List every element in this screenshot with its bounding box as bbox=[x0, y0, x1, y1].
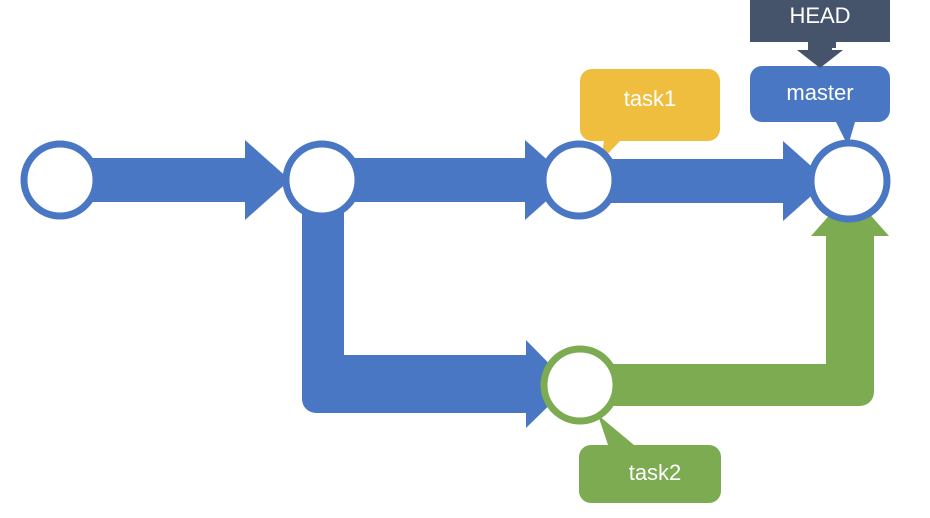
head-pointer-label: HEAD bbox=[789, 3, 850, 28]
arrow-shape bbox=[92, 140, 290, 220]
edge-c1-to-c2 bbox=[92, 140, 290, 220]
callout-bubble bbox=[580, 69, 720, 161]
head-arrow-icon bbox=[797, 42, 843, 68]
commit-node-c5[interactable] bbox=[540, 345, 620, 425]
callout-task2-label: task2 bbox=[629, 460, 682, 485]
arrow-shape bbox=[354, 140, 570, 220]
arrow-shape bbox=[302, 208, 570, 428]
edge-c3-to-c4 bbox=[611, 141, 828, 221]
edge-c5-to-c4 bbox=[604, 192, 889, 406]
callout-task1-label: task1 bbox=[624, 86, 677, 111]
callout-bubble bbox=[750, 66, 890, 146]
commit-node-c2[interactable] bbox=[282, 140, 362, 220]
callout-task2[interactable]: task2 bbox=[579, 415, 721, 503]
commit-node-c3[interactable] bbox=[539, 140, 619, 220]
callout-master-label: master bbox=[786, 80, 853, 105]
callout-bubble bbox=[579, 415, 721, 503]
edge-c2-to-c5 bbox=[302, 208, 570, 428]
commit-node-c4[interactable] bbox=[807, 139, 891, 223]
arrow-shape bbox=[611, 141, 828, 221]
commit-node-c1[interactable] bbox=[20, 140, 100, 220]
callout-master[interactable]: master bbox=[750, 66, 890, 146]
head-box bbox=[750, 0, 890, 48]
arrow-shape bbox=[604, 192, 889, 406]
head-pointer[interactable]: HEAD bbox=[750, 0, 890, 68]
callout-task1[interactable]: task1 bbox=[580, 69, 720, 161]
edge-c2-to-c3 bbox=[354, 140, 570, 220]
